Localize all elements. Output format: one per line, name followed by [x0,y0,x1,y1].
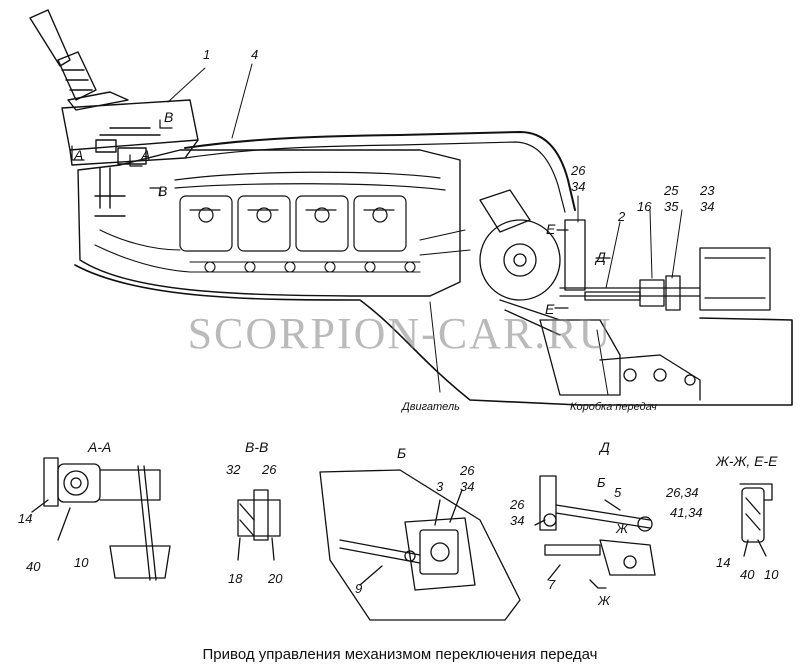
detail-view-zh [739,483,773,557]
callout-34-top: 34 [571,179,586,194]
callout-4: 4 [251,47,259,62]
callout-25: 25 [664,183,679,198]
shift-lever [29,9,129,111]
section-mark-e: Е [546,221,556,237]
gearbox-label: Коробка передач [570,401,657,413]
engine-label: Двигатель [402,401,460,413]
view-b-label-26: 26 [460,463,475,478]
leader-lines [167,63,683,396]
view-d-label-26-34: 26,34 [666,485,699,500]
gearbox [479,189,771,401]
view-vv-label-32: 32 [226,462,241,477]
section-mark-d: Д [596,249,606,265]
callout-35: 35 [664,199,679,214]
injector-row [94,229,471,273]
gearshift-housing [61,99,199,217]
detail-view-aa [31,457,171,581]
view-d-label-34: 34 [510,513,525,528]
callout-34-right: 34 [700,199,715,214]
view-vv-label-18: 18 [228,571,243,586]
view-aa-title: А-А [88,439,112,455]
view-d-mark-zh: Ж [616,521,628,536]
upper-rod-inner [184,141,566,213]
callout-26-top: 26 [571,163,586,178]
section-markers [71,119,611,309]
engine-block-outline [77,149,461,297]
view-d-title: Д [600,439,610,455]
section-mark-v: В [164,109,174,125]
view-zh-label-40: 40 [740,567,755,582]
detail-view-d [534,475,656,589]
detail-view-vv [237,489,281,561]
callout-16: 16 [637,199,652,214]
section-mark-a: А [74,147,84,163]
section-mark-e2: Е [545,301,555,317]
view-b-label-34: 34 [460,479,475,494]
callout-23: 23 [700,183,715,198]
view-zh-label-14: 14 [716,555,731,570]
view-zh-label-10: 10 [764,567,779,582]
view-b-label-3: 3 [436,479,444,494]
view-d-label-5: 5 [614,485,622,500]
view-b-label-9: 9 [355,581,363,596]
view-d-sub-b: Б [597,475,606,490]
view-b-title: Б [397,445,407,461]
view-aa-label-10: 10 [74,555,89,570]
detail-view-b [319,469,521,621]
view-d-label-7: 7 [548,577,556,592]
section-mark-a2: А [141,147,151,163]
view-zh-title: Ж-Ж, Е-Е [716,453,778,469]
view-vv-label-26: 26 [262,462,277,477]
callout-2: 2 [618,209,626,224]
watermark: SCORPION-CAR.RU [187,309,613,358]
main-assembly [29,9,793,406]
figure-caption: Привод управления механизмом переключени… [202,646,598,663]
view-aa-label-40: 40 [26,559,41,574]
upper-rod [184,131,576,211]
view-d-label-26: 26 [510,497,525,512]
chassis-outline [74,264,793,406]
callout-1: 1 [203,47,211,62]
view-vv-label-20: 20 [268,571,283,586]
view-d-label-41-34: 41,34 [670,505,703,520]
cylinder-heads [174,171,446,252]
view-vv-title: В-В [245,439,269,455]
section-mark-v2: В [158,183,168,199]
view-aa-label-14: 14 [18,511,33,526]
view-d-mark-zh2: Ж [598,593,610,608]
